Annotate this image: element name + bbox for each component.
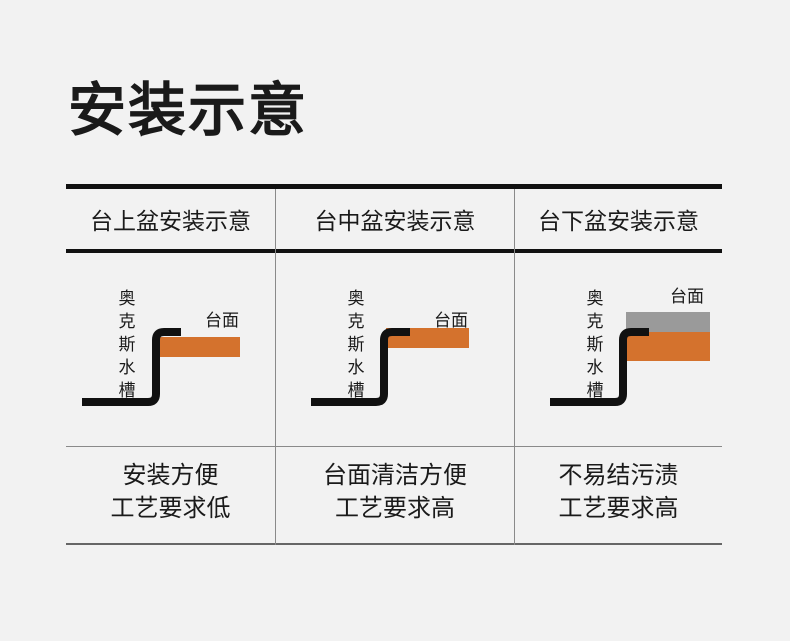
table-middle-rule bbox=[66, 446, 722, 447]
sink-label-char: 槽 bbox=[119, 381, 136, 401]
feature-line: 工艺要求高 bbox=[335, 494, 455, 522]
countertop-slab bbox=[626, 332, 710, 361]
sink-label-char: 水 bbox=[587, 358, 604, 378]
sink-label-char: 奥 bbox=[348, 289, 365, 309]
sink-profile bbox=[311, 328, 410, 406]
countertop-label: 台面 bbox=[205, 311, 239, 331]
table-bottom-rule bbox=[66, 543, 722, 545]
sink-label-char: 槽 bbox=[348, 381, 365, 401]
column-header: 台上盆安装示意 bbox=[90, 209, 251, 235]
sink-label-char: 克 bbox=[587, 312, 604, 332]
installation-comparison-table: 台上盆安装示意 奥 克 斯 水 槽 台面 安装方便 工艺要求低 台中盆安装示意 bbox=[66, 184, 722, 546]
sink-profile bbox=[82, 328, 181, 406]
table-header-rule bbox=[66, 249, 722, 253]
table-top-rule bbox=[66, 184, 722, 189]
feature-line: 安装方便 bbox=[122, 461, 219, 489]
column-features: 不易结污渍 工艺要求高 bbox=[515, 459, 722, 525]
sink-label-char: 斯 bbox=[348, 335, 365, 355]
sink-profile bbox=[550, 328, 649, 406]
column-features: 台面清洁方便 工艺要求高 bbox=[276, 459, 514, 525]
sink-label-char: 槽 bbox=[587, 381, 604, 401]
page-title: 安装示意 bbox=[68, 76, 309, 144]
countertop-slab bbox=[156, 337, 240, 357]
sink-label-char: 奥 bbox=[119, 289, 136, 309]
countertop-label: 台面 bbox=[670, 287, 704, 307]
column-flush-mount: 台中盆安装示意 奥 克 斯 水 槽 台面 台面清洁方便 工艺要求高 bbox=[276, 184, 514, 546]
sink-label-char: 斯 bbox=[587, 335, 604, 355]
sink-label-char: 奥 bbox=[587, 289, 604, 309]
column-header: 台中盆安装示意 bbox=[314, 209, 476, 235]
countertop-label: 台面 bbox=[434, 311, 468, 331]
sink-label-char: 克 bbox=[119, 312, 136, 332]
column-top-mount: 台上盆安装示意 奥 克 斯 水 槽 台面 安装方便 工艺要求低 bbox=[66, 184, 275, 546]
column-divider-1 bbox=[275, 189, 276, 545]
column-features: 安装方便 工艺要求低 bbox=[66, 459, 275, 525]
feature-line: 不易结污渍 bbox=[558, 461, 679, 489]
column-header: 台下盆安装示意 bbox=[538, 209, 699, 235]
column-divider-2 bbox=[514, 189, 515, 545]
top-mount-diagram: 奥 克 斯 水 槽 台面 bbox=[66, 253, 275, 446]
column-under-mount: 台下盆安装示意 奥 克 斯 水 槽 台面 不易结污渍 工艺要求高 bbox=[515, 184, 722, 546]
sink-label-char: 克 bbox=[348, 312, 365, 332]
under-mount-diagram: 奥 克 斯 水 槽 台面 bbox=[515, 253, 722, 446]
flush-mount-diagram: 奥 克 斯 水 槽 台面 bbox=[276, 253, 514, 446]
sink-label-char: 斯 bbox=[119, 335, 136, 355]
feature-line: 台面清洁方便 bbox=[323, 461, 467, 489]
countertop-top-layer bbox=[626, 312, 710, 332]
sink-label-char: 水 bbox=[119, 358, 136, 378]
sink-label-char: 水 bbox=[348, 358, 365, 378]
feature-line: 工艺要求高 bbox=[558, 494, 679, 522]
feature-line: 工艺要求低 bbox=[110, 494, 231, 522]
